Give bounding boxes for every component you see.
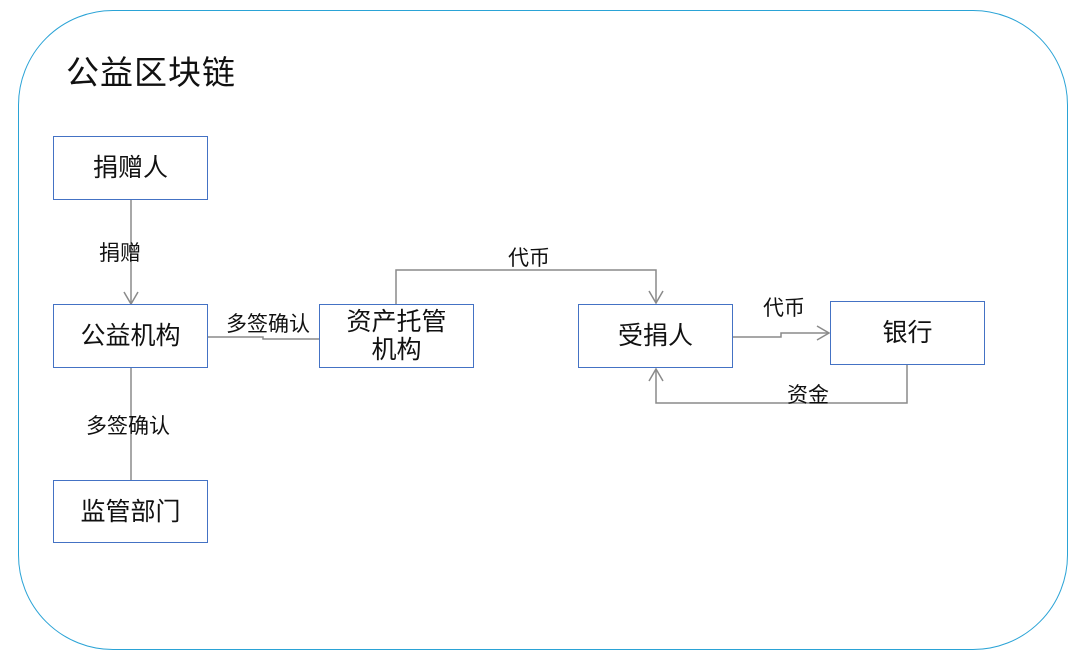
node-charity-label: 公益机构 (80, 321, 181, 350)
node-donor[interactable]: 捐赠人 (53, 136, 208, 200)
edge-label-donate: 捐赠 (99, 241, 141, 265)
node-charity[interactable]: 公益机构 (53, 304, 208, 368)
edge-custodian-recipient (395, 269, 657, 304)
edge-label-token-bank: 代币 (763, 296, 805, 320)
edges-layer (123, 200, 908, 480)
edge-label-multisig-custodian: 多签确认 (226, 312, 310, 336)
node-regulator-label: 监管部门 (80, 496, 181, 526)
edge-label-multisig-regulator: 多签确认 (86, 414, 170, 438)
node-custodian[interactable]: 资产托管 机构 (319, 304, 474, 368)
node-recipient[interactable]: 受捐人 (578, 304, 733, 368)
node-custodian-label-line1: 资产托管 (346, 307, 447, 336)
node-custodian-label-line2: 机构 (371, 335, 422, 364)
edge-label-token-custodian: 代币 (508, 246, 550, 270)
node-bank-label: 银行 (882, 318, 933, 347)
edge-bank-recipient (655, 365, 908, 404)
edge-recipient-bank (733, 332, 829, 338)
node-bank[interactable]: 银行 (830, 301, 985, 365)
arrowhead-custodian-recipient (648, 290, 664, 305)
diagram-title: 公益区块链 (66, 53, 236, 92)
node-recipient-label: 受捐人 (617, 321, 693, 350)
edge-label-funds: 资金 (787, 383, 829, 407)
edge-charity-custodian (208, 336, 320, 340)
arrowhead-recipient-bank (816, 325, 831, 341)
node-regulator[interactable]: 监管部门 (53, 480, 208, 543)
node-donor-label: 捐赠人 (92, 153, 168, 182)
arrowhead-bank-recipient (648, 367, 664, 382)
